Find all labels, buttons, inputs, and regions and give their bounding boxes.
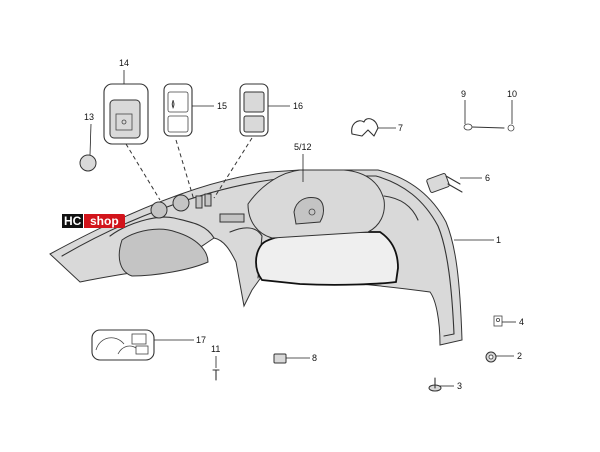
- callout-8: 8: [312, 353, 317, 363]
- glove-box-window: [255, 231, 399, 286]
- callout-7: 7: [398, 123, 403, 133]
- callout-15: 15: [217, 101, 227, 111]
- instrument-cluster-part-17: [91, 329, 155, 361]
- callout-11: 11: [211, 344, 220, 354]
- switch-dashed-guides: [125, 137, 253, 201]
- brand-logo-shop: shop: [84, 214, 125, 228]
- screw-part-3: [428, 377, 442, 392]
- callout-4: 4: [519, 317, 524, 327]
- clip-part-4: [493, 315, 503, 327]
- brand-logo-hc: HC: [62, 214, 84, 228]
- grommet-part-2: [485, 351, 497, 363]
- screw-part-11: [212, 369, 220, 381]
- callout-1: 1: [496, 235, 501, 245]
- glove-box-lid: [247, 169, 419, 239]
- switch-part-15: ≬: [163, 83, 193, 137]
- connector-part-6: [426, 173, 463, 193]
- clip-part-7: [351, 118, 379, 137]
- fastener-part-8: [273, 353, 287, 364]
- callout-2: 2: [517, 351, 522, 361]
- switch-part-14: [103, 83, 149, 145]
- callout-17: 17: [196, 335, 206, 345]
- svg-text:≬: ≬: [171, 99, 175, 109]
- callout-3: 3: [457, 381, 462, 391]
- callout-5-12: 5/12: [294, 142, 312, 152]
- dash-round-holes: [150, 193, 245, 223]
- leader-lines: [89, 70, 516, 387]
- callout-16: 16: [293, 101, 303, 111]
- callout-10: 10: [507, 89, 517, 99]
- callout-6: 6: [485, 173, 490, 183]
- callout-13: 13: [84, 112, 94, 122]
- plug-part-13: [79, 154, 97, 172]
- callout-9: 9: [461, 89, 466, 99]
- switch-part-16: [239, 83, 269, 137]
- callout-labels: 14 13 15 16 5/12 7 9 10 6 1 4 2 3 8 11 1…: [84, 58, 524, 391]
- callout-14: 14: [119, 58, 129, 68]
- rod-part-9: [463, 123, 505, 131]
- washer-part-10: [507, 124, 515, 132]
